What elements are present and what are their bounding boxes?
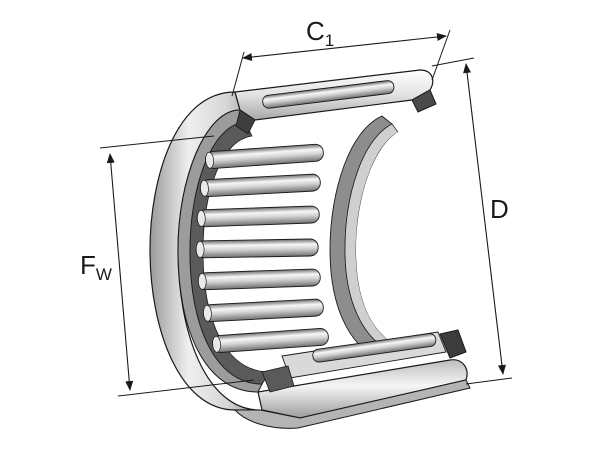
needle-roller — [197, 268, 321, 291]
needle-roller-end — [197, 273, 207, 290]
needle-roller-end — [196, 210, 206, 227]
d-dimension-line — [463, 63, 506, 375]
d-extension-top — [431, 57, 475, 67]
shell-bottom-lip — [439, 329, 467, 359]
shell-bottom-outer — [233, 379, 471, 429]
dimension-d: D — [431, 57, 513, 385]
d-extension-bottom — [465, 377, 513, 385]
needle-roller — [196, 205, 320, 228]
shell-top-lip — [411, 89, 437, 113]
fw-extension-bottom — [117, 379, 255, 397]
needle-roller — [195, 238, 319, 259]
c1-extension-left — [231, 51, 245, 97]
fw-label: FW — [80, 250, 112, 284]
d-label: D — [490, 194, 509, 224]
fw-dimension-line — [106, 153, 134, 391]
top-section-roller — [262, 80, 395, 109]
bearing-body — [149, 69, 471, 429]
needle-roller-end — [195, 241, 205, 258]
needle-roller — [202, 298, 324, 323]
inner-bore — [356, 132, 460, 346]
c1-dimension-line — [242, 32, 447, 62]
cage-bottom-left-tab — [261, 365, 295, 393]
needle-roller — [199, 173, 321, 198]
needle-roller — [212, 327, 329, 353]
needle-roller-end — [203, 304, 212, 322]
c1-label: C1 — [306, 16, 334, 50]
dimension-fw: FW — [80, 135, 255, 397]
dimension-c1: C1 — [231, 16, 451, 97]
needle-roller-end — [205, 151, 214, 169]
needle-roller-end — [212, 335, 221, 353]
needle-roller-end — [200, 179, 209, 197]
fw-extension-top — [99, 135, 215, 149]
needle-rollers — [195, 143, 329, 353]
bottom-section-roller — [312, 333, 437, 363]
shell-top-inner-edge — [235, 109, 256, 135]
